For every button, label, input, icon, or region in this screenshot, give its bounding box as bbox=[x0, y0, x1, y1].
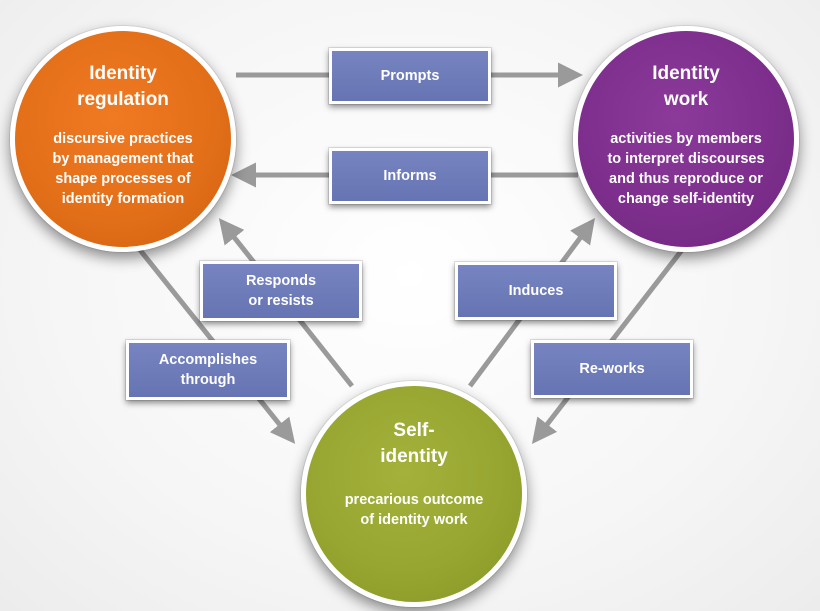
self-identity-desc-line-2: of identity work bbox=[360, 512, 468, 528]
identity-work-desc-line-3: and thus reproduce or bbox=[609, 171, 763, 187]
identity-work-title-line-1: Identity bbox=[652, 63, 720, 84]
prompts-label-box: Prompts bbox=[329, 48, 491, 104]
identity-work-title-line-2: work bbox=[663, 89, 709, 110]
responds-label-line-2: or resists bbox=[248, 293, 314, 309]
identity-work-desc-line-2: to interpret discourses bbox=[607, 151, 765, 167]
identity-regulation-title-line-2: regulation bbox=[77, 89, 169, 110]
reworks-label-box: Re-works bbox=[531, 340, 693, 398]
induces-label: Induces bbox=[508, 283, 564, 299]
self-identity-title-line-1: Self- bbox=[393, 420, 435, 441]
identity-regulation-desc-line-4: identity formation bbox=[61, 191, 185, 207]
reworks-label: Re-works bbox=[579, 361, 645, 377]
identity-regulation-desc-line-1: discursive practices bbox=[53, 131, 193, 147]
informs-label: Informs bbox=[383, 168, 437, 184]
identity-work-desc-line-4: change self-identity bbox=[617, 191, 755, 207]
responds-label-box: Responds or resists bbox=[200, 261, 362, 321]
induces-label-box: Induces bbox=[455, 262, 617, 320]
self-identity-desc-line-1: precarious outcome bbox=[344, 492, 484, 508]
self-identity-title-line-2: identity bbox=[380, 446, 448, 467]
identity-work-desc-line-1: activities by members bbox=[610, 131, 762, 147]
identity-regulation-desc-line-2: by management that bbox=[52, 151, 194, 167]
identity-regulation-circle: Identity regulation discursive practices… bbox=[10, 26, 236, 252]
identity-regulation-desc-line-3: shape processes of bbox=[55, 171, 191, 187]
accomplishes-label-line-2: through bbox=[180, 372, 236, 388]
accomplishes-label-box: Accomplishes through bbox=[126, 340, 290, 400]
accomplishes-label-line-1: Accomplishes bbox=[158, 352, 258, 368]
identity-work-circle: Identity work activities by members to i… bbox=[573, 26, 799, 252]
self-identity-circle: Self- identity precarious outcome of ide… bbox=[301, 381, 527, 607]
informs-label-box: Informs bbox=[329, 148, 491, 204]
identity-regulation-title-line-1: Identity bbox=[89, 63, 157, 84]
prompts-label: Prompts bbox=[380, 68, 440, 84]
responds-label-line-1: Responds bbox=[245, 273, 317, 289]
